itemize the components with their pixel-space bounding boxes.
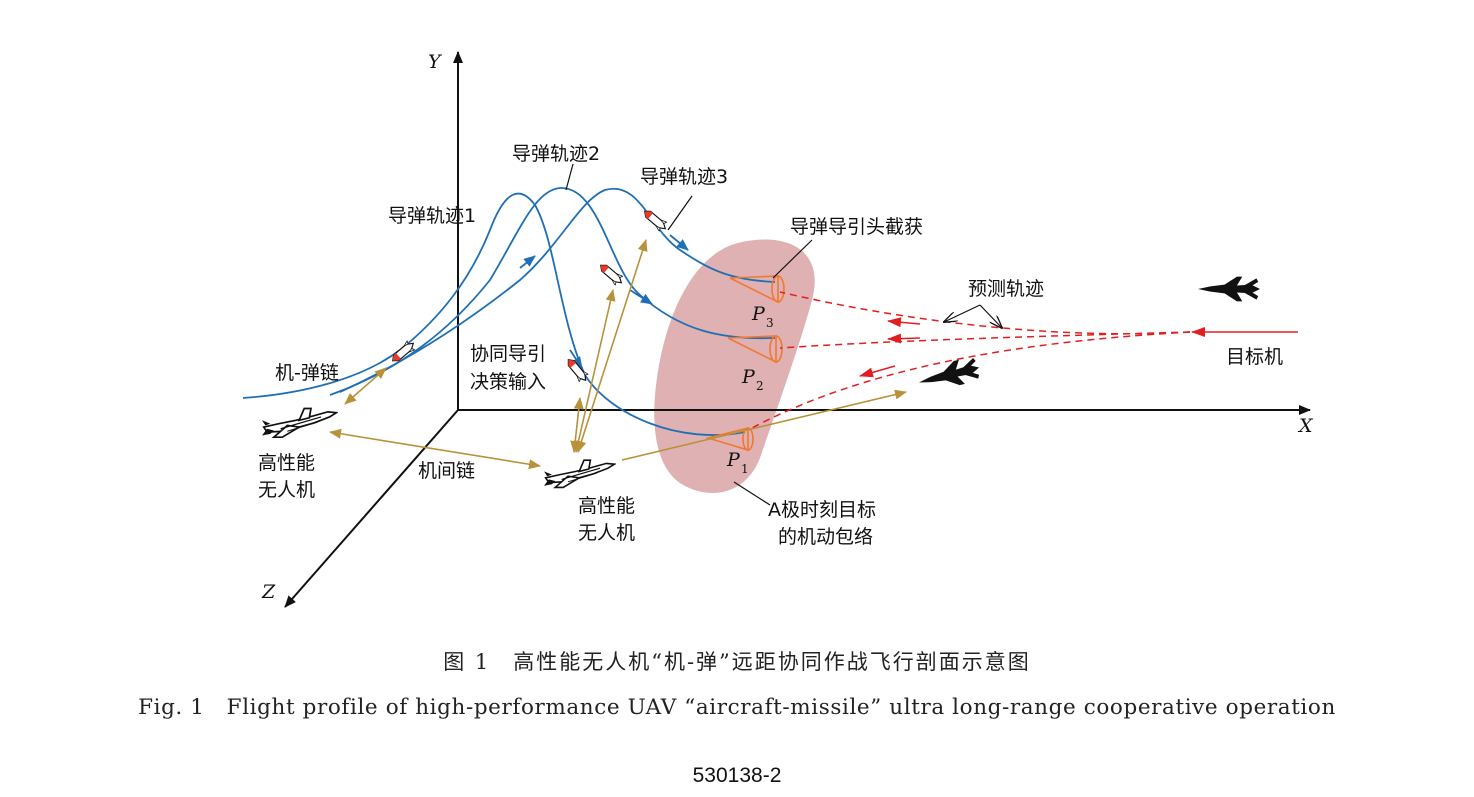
coop-link-3 [576,239,648,453]
x-axis-label: X [1297,415,1314,437]
uav-mid-label-line2: 无人机 [578,522,635,544]
traj1-label: 导弹轨迹1 [388,205,476,227]
point-p3-letter: P [751,303,766,325]
uav-icon-left [262,407,338,439]
predicted-pointer-1 [944,304,981,322]
point-p2-letter: P [741,366,756,388]
envelope-pointer [733,481,771,506]
seeker-pointer [772,239,813,279]
target-label: 目标机 [1226,346,1283,368]
point-p3-subscript: 3 [766,316,774,330]
seeker-cone-p3 [729,275,785,304]
seeker-cone-p2 [727,335,783,364]
maneuver-envelope [654,239,815,493]
predicted-arrow-1 [887,317,921,328]
predicted-pointer-2 [979,304,1002,328]
missile-trajectory-2 [329,187,776,396]
traj-arrow-a [519,255,536,269]
predicted-trajectory-mid [779,331,1191,349]
coop-label-line2: 决策输入 [470,371,546,393]
traj2-label: 导弹轨迹2 [512,143,600,165]
traj3-pointer [667,195,693,231]
point-p1-subscript: 1 [741,462,749,476]
point-p2-subscript: 2 [756,379,764,393]
predicted-label: 预测轨迹 [968,278,1044,300]
coop-link-1 [570,397,584,453]
page-number: 530138-2 [692,764,782,787]
interlink-label: 机间链 [418,460,475,482]
aircraft-missile-link [344,367,387,405]
y-axis-label: Y [428,51,443,73]
missile-trajectory-3 [339,187,776,393]
envelope-label-line2: 的机动包络 [778,526,873,548]
seeker-cone-p1 [704,426,754,452]
link-label: 机-弹链 [275,362,339,384]
traj-arrow-c [669,234,689,251]
coop-label-line1: 协同导引 [470,343,546,365]
predicted-trajectory-top [779,291,1191,335]
z-axis-label: Z [261,581,276,603]
uav-icon-middle [544,459,616,489]
traj3-label: 导弹轨迹3 [640,166,728,188]
z-axis [284,409,459,608]
predicted-arrow-3 [859,365,896,378]
envelope-label-line1: A极时刻目标 [768,499,876,521]
point-p1-letter: P [726,449,741,471]
uav-left-label-line2: 无人机 [258,479,315,501]
uav-mid-label-line1: 高性能 [578,495,635,517]
uav-left-label-line1: 高性能 [258,452,315,474]
traj-arrow-b [629,289,653,305]
seeker-label: 导弹导引头截获 [790,216,923,238]
target-jet-icon-right [1198,276,1260,302]
traj2-pointer [565,163,574,191]
missile-icon-3 [596,260,626,288]
predicted-arrow-2 [887,333,921,344]
figure-caption-english: Fig. 1 Flight profile of high-performanc… [138,695,1336,720]
uav-to-target-link [621,389,907,461]
inter-aircraft-link [329,428,541,470]
figure-caption-chinese: 图 1 高性能无人机“机-弹”远距协同作战飞行剖面示意图 [443,650,1031,674]
